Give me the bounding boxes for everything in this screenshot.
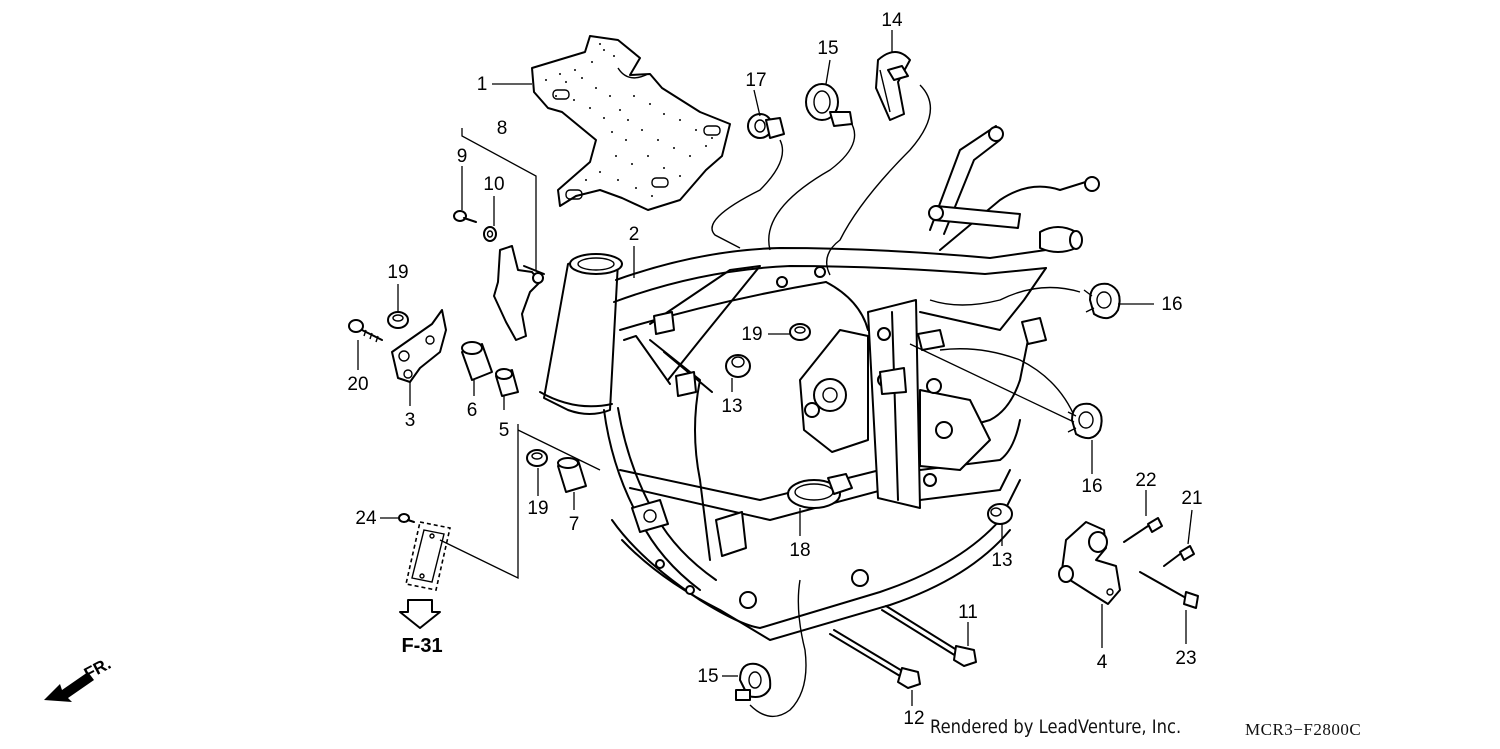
- washer-part-10: [483, 226, 497, 242]
- callout-7: 7: [569, 514, 580, 535]
- main-frame-part: [539, 125, 1100, 641]
- callout-24: 24: [355, 508, 377, 529]
- clamp-part-16a: [1083, 282, 1121, 320]
- front-direction-arrow-icon: [44, 672, 94, 702]
- bolt-part-12: [829, 629, 921, 689]
- callout-4: 4: [1097, 652, 1108, 673]
- screw-part-24: [398, 513, 415, 523]
- callout-2: 2: [629, 224, 640, 245]
- wire-harness: [711, 84, 1081, 718]
- callout-9: 9: [457, 146, 468, 167]
- bolt-part-23: [1139, 571, 1199, 609]
- callout-6: 6: [467, 400, 478, 421]
- callout-21: 21: [1181, 488, 1202, 509]
- collar-part-5: [495, 368, 519, 397]
- band-part-14: [875, 51, 911, 121]
- callout-12: 12: [903, 708, 924, 729]
- callout-15a: 15: [817, 38, 838, 59]
- bolt-part-20: [348, 319, 383, 343]
- bolt-part-9: [453, 210, 477, 223]
- nut-part-19c: [789, 323, 811, 341]
- collar-part-7: [557, 457, 587, 493]
- band-clamp-part-18: [787, 473, 853, 509]
- callout-10: 10: [483, 174, 504, 195]
- callout-19a: 19: [387, 262, 408, 283]
- callout-15b: 15: [697, 666, 718, 687]
- diagram-code: MCR3−F2800C: [1245, 720, 1362, 739]
- bolt-part-11: [881, 605, 977, 667]
- clamp-part-15a: [805, 83, 853, 127]
- credit-text: Rendered by LeadVenture, Inc.: [930, 716, 1182, 738]
- clamp-part-15b: [735, 662, 772, 701]
- collar-part-6: [461, 341, 493, 381]
- clamp-part-16b: [1067, 402, 1103, 440]
- bracket-part-4: [1058, 521, 1121, 605]
- callout-14: 14: [881, 10, 903, 31]
- nut-part-19b: [526, 449, 548, 467]
- bracket-part-3: [391, 309, 447, 383]
- clamp-part-17: [747, 113, 785, 139]
- reference-arrow-icon: [399, 599, 441, 629]
- callout-11: 11: [958, 602, 978, 623]
- reference-label: F-31: [401, 635, 442, 657]
- nut-part-19a: [387, 311, 409, 329]
- callout-1: 1: [477, 74, 488, 95]
- callout-17: 17: [745, 70, 766, 91]
- bracket-part-8: [493, 245, 545, 341]
- label-plate: [405, 521, 451, 591]
- callout-3: 3: [405, 410, 416, 431]
- callout-19b: 19: [527, 498, 548, 519]
- callout-20: 20: [347, 374, 368, 395]
- callout-16a: 16: [1161, 294, 1182, 315]
- callout-13b: 13: [991, 550, 1012, 571]
- cap-part-13b: [987, 503, 1013, 525]
- callout-19c: 19: [741, 324, 762, 345]
- bolt-part-21: [1163, 545, 1195, 567]
- callout-16b: 16: [1081, 476, 1102, 497]
- callout-23: 23: [1175, 648, 1196, 669]
- callout-labels: 1 2 3 4 5 6 7 8 9 10 11 12 13 13 14 15 1…: [81, 10, 1203, 729]
- leader-lines: [357, 30, 1193, 706]
- callout-22: 22: [1135, 470, 1156, 491]
- seat-plate-part: [531, 35, 731, 211]
- callout-5: 5: [499, 420, 510, 441]
- callout-13a: 13: [721, 396, 742, 417]
- callout-18: 18: [789, 540, 810, 561]
- callout-8: 8: [497, 118, 508, 139]
- bolt-part-22: [1123, 517, 1163, 543]
- grommet-part-13a: [725, 354, 751, 378]
